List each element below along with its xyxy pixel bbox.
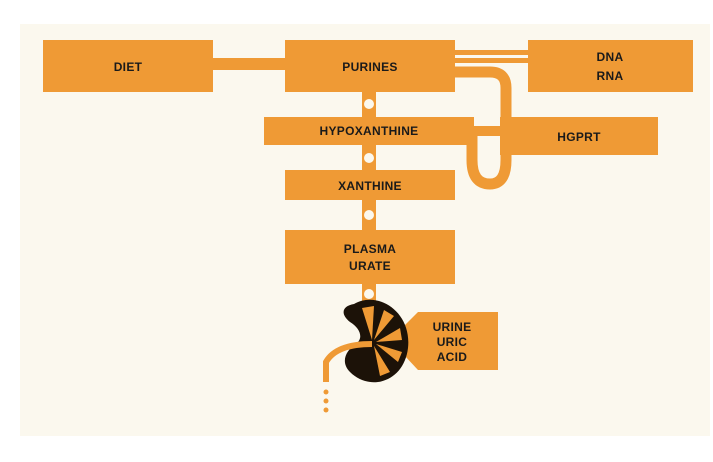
dna-label: DNA xyxy=(597,50,624,64)
hypoxanthine-hgprt-connector xyxy=(456,126,504,136)
hypoxanthine-hgprt-loop xyxy=(466,130,512,190)
hgprt-box xyxy=(500,117,658,155)
purines-box xyxy=(285,40,455,92)
flow-dot xyxy=(364,99,374,109)
flow-dot xyxy=(364,153,374,163)
uric-label: URIC xyxy=(437,335,468,349)
hypoxanthine-label: HYPOXANTHINE xyxy=(320,124,419,138)
hypoxanthine-box xyxy=(264,117,474,145)
ureter-dot xyxy=(323,389,329,395)
hgprt-label: HGPRT xyxy=(557,130,601,144)
ureter-dot xyxy=(323,407,329,413)
urate-label: URATE xyxy=(349,259,391,273)
flow-dot xyxy=(364,210,374,220)
rna-label: RNA xyxy=(597,69,624,83)
purines-dna-connector-2 xyxy=(452,58,528,63)
acid-label: ACID xyxy=(437,350,468,364)
dna-rna-box xyxy=(528,40,693,92)
diet-purines-connector xyxy=(212,58,288,70)
diet-label: DIET xyxy=(114,60,143,74)
ureter-dot xyxy=(323,398,329,404)
kidney-icon xyxy=(323,299,409,383)
diet-box xyxy=(43,40,213,92)
purines-label: PURINES xyxy=(342,60,397,74)
purines-dna-connector-1 xyxy=(452,50,528,55)
xanthine-box xyxy=(285,170,455,200)
purines-hgprt-connector xyxy=(452,66,512,117)
plasma-label: PLASMA xyxy=(344,242,396,256)
flow-dot xyxy=(364,289,374,299)
plasma-urate-box xyxy=(285,230,455,284)
urine-label: URINE xyxy=(433,320,472,334)
urine-uric-acid-pointer xyxy=(390,312,498,370)
xanthine-label: XANTHINE xyxy=(338,179,402,193)
